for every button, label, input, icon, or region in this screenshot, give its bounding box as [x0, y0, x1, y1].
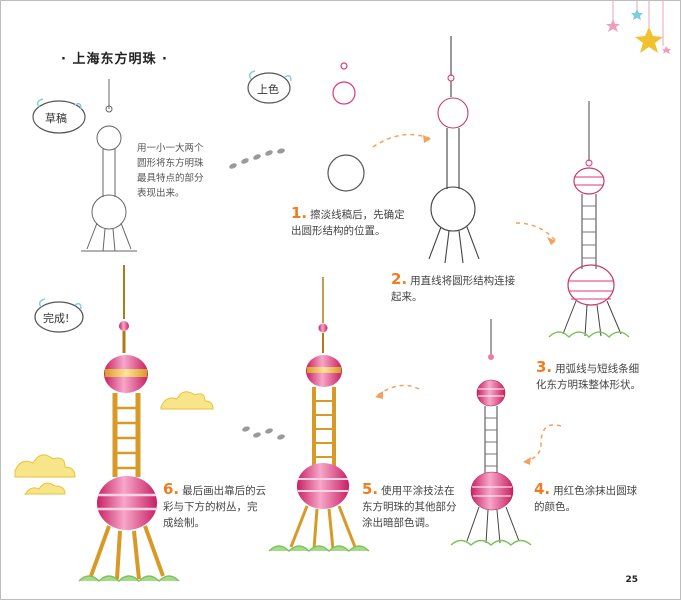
step-number: 1.: [291, 204, 308, 222]
step-text: 用直线将圆形结构连接: [410, 275, 516, 287]
step-text: 涂出暗部色调。: [362, 517, 436, 529]
sketch-note-line: 表现出来。: [137, 188, 185, 199]
page-title: · 上海东方明珠 ·: [61, 52, 168, 67]
sketch-note-line: 圆形将东方明珠: [137, 158, 204, 169]
step-number: 3.: [536, 358, 553, 376]
sketch-bubble: [32, 98, 86, 134]
clouds: [14, 391, 214, 496]
step-number: 2.: [391, 270, 408, 288]
step-6: 6.最后画出靠后的云 彩与下方的树丛，完 成绘制。: [163, 481, 266, 531]
step-text: 用弧线与短线条细: [555, 363, 640, 375]
hanging-stars-icon: [606, 1, 671, 54]
step-text: 使用平涂技法在: [381, 485, 455, 497]
step-text: 化东方明珠整体形状。: [536, 379, 641, 391]
done-bubble: [34, 298, 84, 333]
step-2: 2.用直线将圆形结构连接 起来。: [391, 271, 515, 305]
step-text: 用红色涂抹出圆球: [553, 485, 638, 497]
step-text: 的颜色。: [534, 501, 576, 513]
step-number: 5.: [362, 480, 379, 498]
step5-tower: [268, 277, 370, 553]
step-text: 出圆形结构的位置。: [291, 225, 386, 237]
step-3: 3.用弧线与短线条细 化东方明珠整体形状。: [536, 359, 641, 393]
page-number: 25: [625, 575, 638, 585]
step-1: 1.擦淡线稿后，先确定 出圆形结构的位置。: [291, 205, 405, 239]
step-4: 4.用红色涂抹出圆球 的颜色。: [534, 481, 637, 515]
step-text: 最后画出靠后的云: [182, 485, 267, 497]
arrow-heads: [375, 135, 556, 465]
sketch-note-line: 用一小一大两个: [137, 143, 204, 154]
step3-tower: [548, 101, 630, 339]
step1-circles: [327, 62, 365, 192]
step-number: 4.: [534, 480, 551, 498]
step-5: 5.使用平涂技法在 东方明珠的其他部分 涂出暗部色调。: [362, 481, 457, 531]
done-label: 完成!: [43, 312, 70, 325]
step-text: 起来。: [391, 291, 423, 303]
step-text: 成绘制。: [163, 517, 205, 529]
sketch-label: 草稿: [45, 112, 67, 125]
step-text: 彩与下方的树丛，完: [163, 501, 258, 513]
step-text: 东方明珠的其他部分: [362, 501, 457, 513]
sketch-note-line: 最具特点的部分: [137, 173, 204, 184]
color-label: 上色: [257, 83, 279, 96]
sketch-tower: [81, 79, 137, 252]
final-tower: [78, 265, 180, 583]
step4-tower: [450, 319, 532, 547]
step-text: 擦淡线稿后，先确定: [310, 209, 405, 221]
step2-tower: [428, 36, 480, 264]
color-bubble: [247, 70, 292, 104]
sketch-note: 用一小一大两个 圆形将东方明珠 最具特点的部分 表现出来。: [137, 141, 204, 201]
footprints-icon: [229, 148, 285, 440]
step-number: 6.: [163, 480, 180, 498]
